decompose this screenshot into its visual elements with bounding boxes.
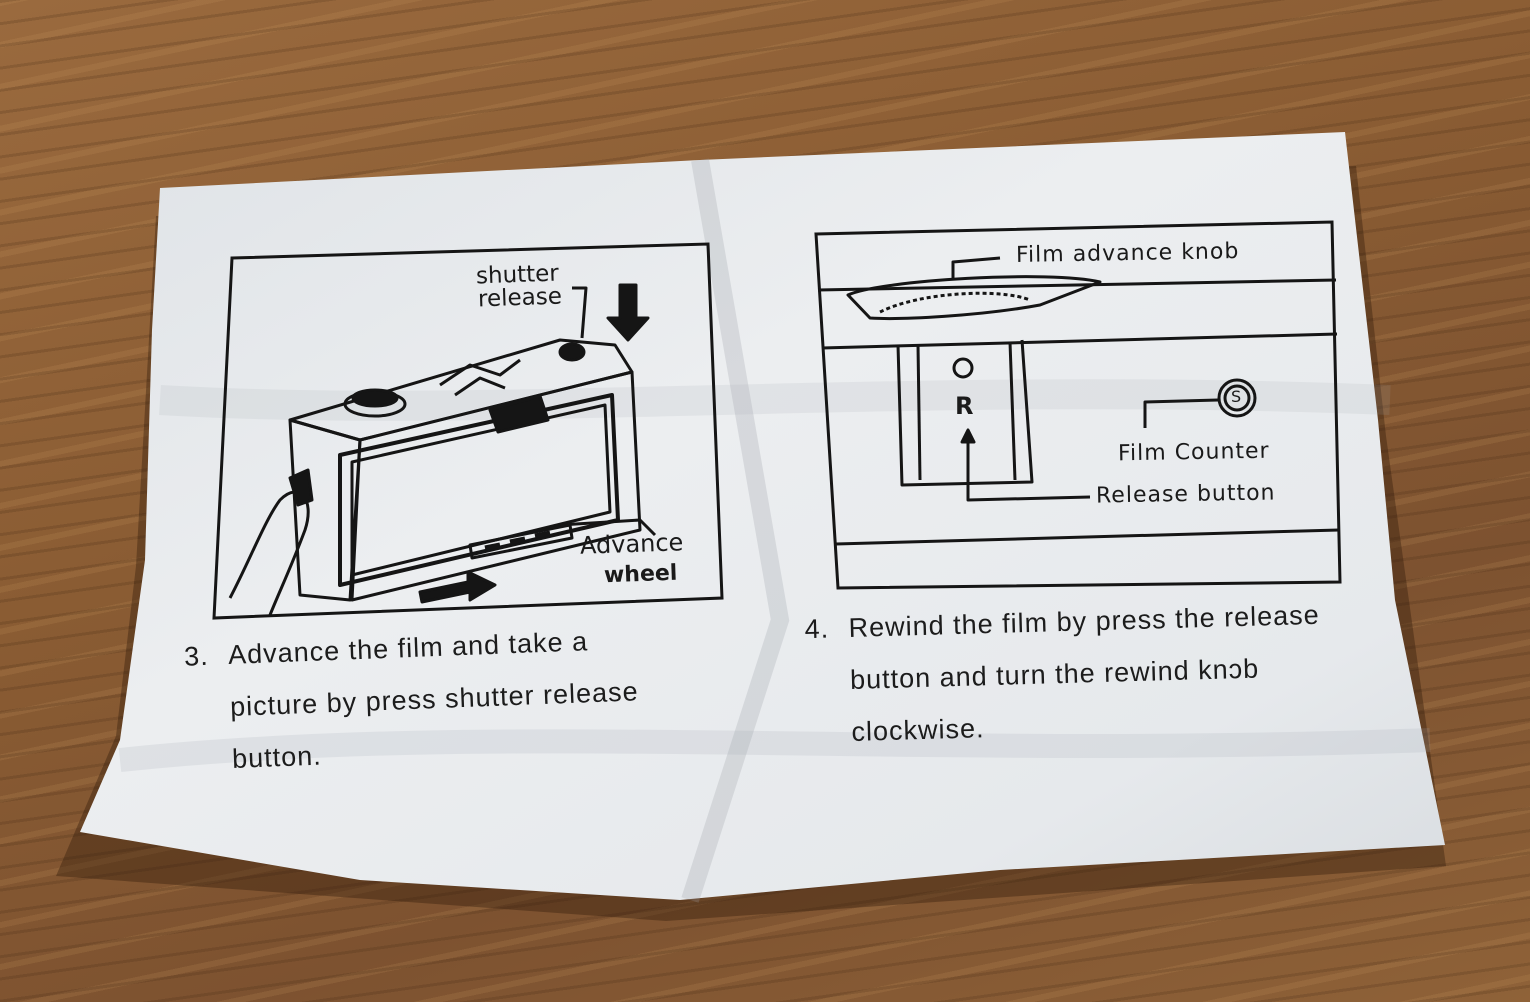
advance-wheel-label-line2: wheel [603, 560, 678, 589]
camera-illustration [228, 283, 657, 616]
film-advance-knob-label: Film advance knob [1015, 239, 1240, 268]
step-3-line-1: Advance the film and take a [227, 626, 589, 671]
step-3-caption: 3.Advance the film and take a picture by… [183, 613, 641, 786]
advance-wheel-label-line1: Advance [579, 528, 684, 560]
step-4-number: 4. [804, 613, 830, 645]
step-3-number: 3. [183, 640, 210, 672]
release-button-label: Release button [1095, 480, 1276, 509]
r-mark-label: R [955, 392, 974, 420]
rewind-illustration [846, 256, 1257, 502]
step-4-caption: 4.Rewind the film by press the release b… [804, 589, 1323, 759]
step-4-line-1: Rewind the film by press the release [848, 599, 1321, 643]
left-panel-frame [212, 242, 724, 620]
s-mark-label: S [1231, 387, 1242, 406]
film-counter-label: Film Counter [1117, 438, 1270, 467]
right-panel-frame [814, 220, 1342, 590]
shutter-release-label-line2: release [477, 283, 563, 313]
